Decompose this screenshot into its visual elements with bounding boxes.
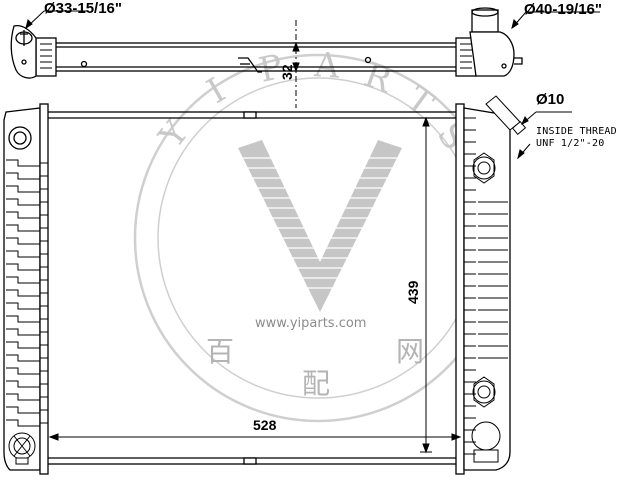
dim-core-width bbox=[48, 433, 462, 441]
left-tank-rib bbox=[6, 302, 40, 310]
core-width-dimension: 528 bbox=[253, 417, 277, 433]
inlet-diameter-label: Ø33-15/16" bbox=[44, 0, 122, 17]
left-tank-rib bbox=[6, 367, 40, 375]
right-drain bbox=[471, 421, 501, 463]
outlet-diameter-label: Ø40-19/16" bbox=[524, 1, 602, 18]
left-tank-rib bbox=[6, 380, 40, 388]
left-tank-rib bbox=[6, 289, 40, 297]
left-tank-rib bbox=[6, 393, 40, 401]
left-side-tank bbox=[3, 103, 49, 475]
watermark-site: www.yiparts.com bbox=[255, 316, 367, 331]
top-tank-bracket-ribs bbox=[40, 43, 472, 69]
watermark-char-3: 网 bbox=[396, 335, 425, 368]
left-tank-rib bbox=[6, 237, 40, 245]
left-tank-rib bbox=[6, 354, 40, 362]
left-tank-rib bbox=[6, 328, 40, 336]
dim-core-height bbox=[420, 116, 432, 454]
left-tank-body bbox=[3, 107, 41, 471]
right-fitting-bottom bbox=[472, 376, 496, 408]
dim-tank-height bbox=[292, 20, 300, 108]
left-tank-rib bbox=[6, 419, 40, 427]
inside-thread-label: INSIDE THREAD bbox=[536, 126, 617, 137]
left-tank-rib bbox=[6, 276, 40, 284]
left-tank-rib bbox=[6, 263, 40, 271]
left-tank-rib bbox=[6, 159, 40, 167]
left-header-plate bbox=[39, 103, 49, 475]
inlet-pipe bbox=[10, 24, 37, 79]
right-header-plate bbox=[455, 103, 465, 475]
left-tank-rib bbox=[6, 224, 40, 232]
right-tank-ribs bbox=[464, 117, 508, 455]
left-tank-rib bbox=[6, 315, 40, 323]
small-port-diameter-label: Ø10 bbox=[536, 91, 565, 108]
left-tank-rib bbox=[6, 172, 40, 180]
left-tank-rib bbox=[6, 341, 40, 349]
leader-lines bbox=[25, 10, 600, 160]
left-tank-rib bbox=[6, 250, 40, 258]
watermark-v-logo bbox=[238, 140, 402, 312]
watermark-logo-stripes bbox=[240, 157, 400, 289]
top-tank bbox=[10, 7, 523, 79]
left-tank-rib bbox=[6, 406, 40, 414]
watermark-char-2: 配 bbox=[302, 367, 331, 400]
right-fitting-top bbox=[472, 152, 496, 184]
right-side-tank bbox=[455, 95, 527, 475]
small-port bbox=[485, 95, 527, 135]
left-tank-rib bbox=[6, 211, 40, 219]
tank-height-dimension: 32 bbox=[279, 64, 295, 80]
thread-spec-label: UNF 1/2"-20 bbox=[536, 138, 605, 149]
watermark-char-1: 百 bbox=[206, 335, 235, 368]
left-tank-rib bbox=[6, 185, 40, 193]
left-tank-rib bbox=[6, 198, 40, 206]
left-tank-ribs bbox=[6, 159, 48, 427]
left-drain-valve bbox=[8, 432, 36, 465]
svg-text:A: A bbox=[312, 45, 341, 87]
core-height-dimension: 439 bbox=[405, 280, 421, 304]
outlet-pipe-neck bbox=[471, 9, 499, 33]
outlet-pipe bbox=[469, 31, 515, 77]
svg-text:I: I bbox=[201, 70, 233, 111]
